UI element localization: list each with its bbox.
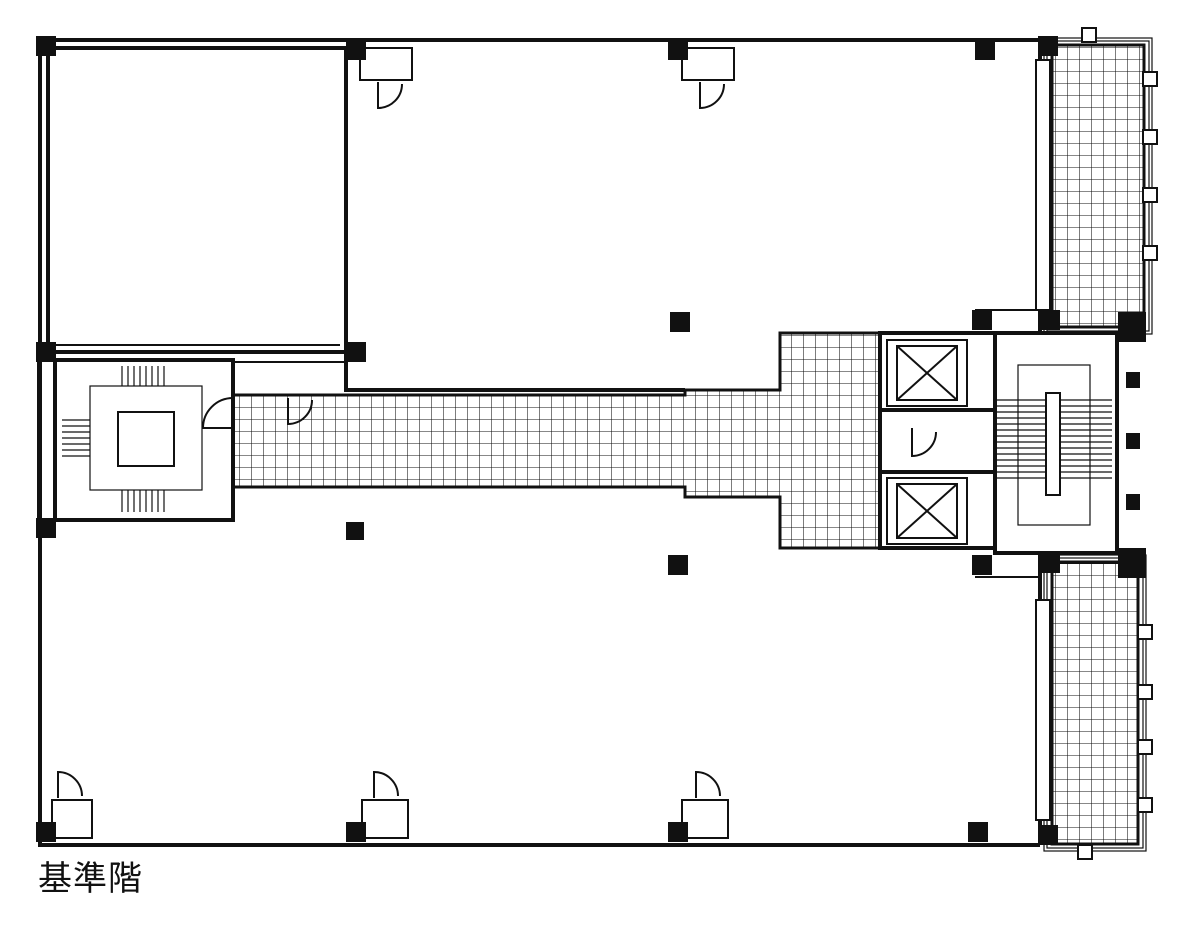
corridor-doors: [201, 397, 937, 458]
corridor: [231, 331, 882, 550]
elevator-core: [878, 331, 1119, 555]
balcony-upper: [1035, 27, 1158, 335]
upper-left-room: [46, 46, 348, 354]
closets-top: [359, 47, 735, 110]
floor-label: 基準階: [38, 859, 143, 899]
stair-right: [995, 364, 1112, 526]
elevator-car-lower: [886, 477, 968, 545]
balcony-lower: [1035, 554, 1153, 860]
elevator-car-upper: [886, 339, 968, 407]
structural-columns: [36, 36, 1146, 845]
corridor-partitions: [233, 352, 685, 392]
closets-bottom: [51, 770, 729, 839]
stair-room-left: [37, 358, 235, 522]
